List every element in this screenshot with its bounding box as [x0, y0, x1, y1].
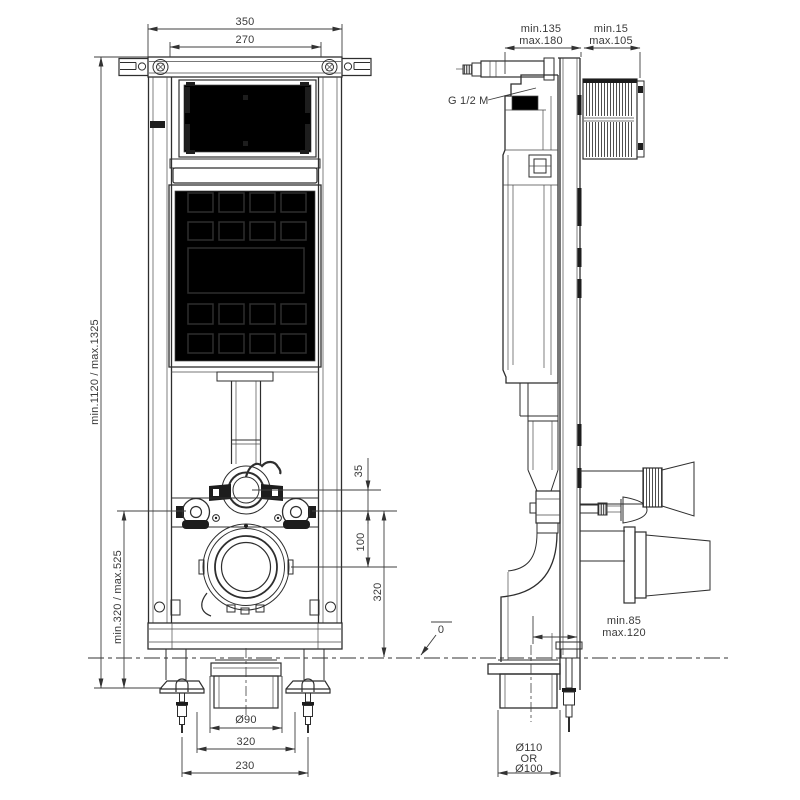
waste-outlet [198, 523, 294, 617]
floor-datum-label: 0 [438, 624, 444, 636]
wall-bracket-left [118, 57, 148, 77]
dim-span-inner: 320 [237, 736, 256, 748]
anchor-bolt-side [555, 641, 583, 732]
dim-lower-range: min.320 / max.525 [112, 550, 124, 644]
cistern-side [502, 74, 559, 384]
cistern-lid [169, 158, 321, 184]
dim-pipe-dia-or: OR [521, 753, 538, 765]
rail-hole-right [325, 601, 336, 613]
dim-pipe-dia-b: Ø100 [515, 763, 543, 775]
rail-hole-left [154, 601, 165, 613]
protection-box-side [582, 78, 645, 160]
dim-drain-diameter: Ø90 [235, 714, 256, 726]
dim-fixing-to-outlet: 100 [355, 533, 367, 552]
protection-plate [168, 184, 322, 382]
fixing-crossbar [172, 497, 318, 529]
dim-pipe-dia-a: Ø110 [516, 742, 543, 754]
adjustable-feet [159, 649, 331, 694]
anchor-bolt-right [301, 678, 315, 733]
rail-screw-right [321, 59, 338, 75]
anchor-bolt-left [175, 678, 189, 733]
dim-outlet-proj-max: max.120 [602, 627, 646, 639]
fixing-boss-left [176, 497, 220, 529]
wall-bracket-right [342, 57, 372, 77]
drain-socket-front [210, 648, 282, 718]
water-inlet-label: G 1/2 M [448, 95, 489, 107]
water-inlet-label-group: G 1/2 M [448, 87, 537, 107]
front-dimensions: 350 270 min.1120 / max.1325 min.320 / ma… [89, 16, 397, 777]
water-supply-connection [456, 57, 555, 81]
frame-profile-side [558, 57, 582, 690]
dim-overall-width: 350 [236, 16, 255, 28]
fixing-boss-right [274, 497, 316, 529]
waste-elbow-side [487, 532, 561, 722]
waste-connector-side [580, 526, 711, 604]
dim-outlet-proj-min: min.85 [607, 615, 641, 627]
floor-datum-line: 0 [88, 621, 728, 659]
fixing-stud-side [580, 496, 648, 524]
dim-depth-min: min.135 [521, 23, 562, 35]
side-view: G 1/2 M [448, 57, 711, 732]
dim-span-outer: 230 [236, 760, 255, 772]
front-view [118, 56, 372, 733]
plate-large-cutout [187, 247, 305, 294]
dim-outlet-height: 320 [372, 583, 384, 602]
dim-flush-offset: 35 [353, 465, 365, 478]
flush-pipe-side [519, 383, 561, 534]
dim-frame-height: min.1120 / max.1325 [89, 319, 101, 425]
rail-screw-left [152, 59, 169, 75]
rail-label [150, 121, 165, 128]
bottom-rail [147, 622, 343, 650]
dim-wall-gap-min: min.15 [594, 23, 628, 35]
dim-wall-gap-max: max.105 [589, 35, 633, 47]
flush-connector-side [580, 461, 695, 517]
dim-depth-max: max.180 [519, 35, 563, 47]
flush-pipe-clamp [209, 460, 283, 515]
flush-pipe-front [230, 381, 262, 464]
side-dimensions: min.135 max.180 min.15 max.105 min.85 ma… [497, 23, 646, 777]
inspection-opening [178, 79, 317, 158]
dim-inner-width: 270 [236, 34, 255, 46]
